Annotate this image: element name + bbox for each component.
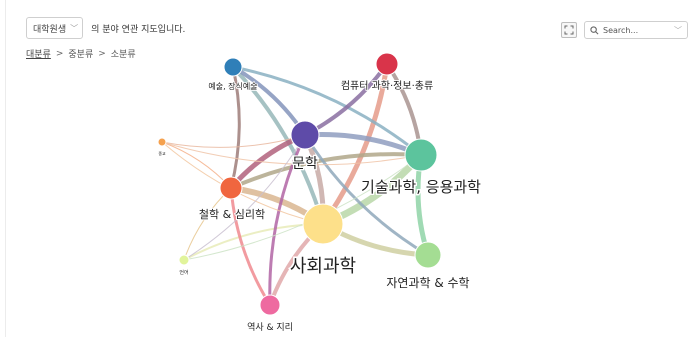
search-placeholder: Search...	[603, 25, 639, 35]
edge-literature-history	[268, 133, 307, 307]
frame-border	[5, 0, 6, 337]
chevron-down-icon: ﹀	[674, 25, 682, 35]
chevron-right-icon: >	[55, 48, 64, 59]
node-philosophy[interactable]	[219, 176, 243, 200]
edge-philosophy-arts	[229, 65, 241, 190]
node-literature[interactable]	[290, 120, 320, 150]
edge-literature-natural	[303, 133, 430, 257]
right-tools: Search... ﹀	[561, 21, 688, 39]
node-label-tech: 기술과학, 응용과학	[361, 178, 481, 196]
node-label-history: 역사 & 지리	[247, 322, 293, 333]
node-natural[interactable]	[414, 241, 442, 269]
edge-philosophy-religion	[161, 141, 232, 189]
breadcrumb-level3[interactable]: 소분류	[110, 50, 136, 60]
node-label-literature: 문학	[292, 156, 318, 172]
node-language[interactable]	[178, 254, 190, 266]
edge-social-language	[183, 223, 324, 261]
edge-religion-literature	[161, 134, 306, 148]
node-label-natural: 자연과학 & 수학	[386, 276, 469, 290]
level-select[interactable]: 대학원생 ﹀	[26, 17, 84, 39]
expand-icon	[564, 25, 574, 35]
node-label-religion: 종교	[158, 151, 166, 156]
edge-language-literature	[183, 134, 306, 261]
breadcrumb: 대분류 > 중분류 > 소분류	[26, 47, 136, 61]
node-label-social: 사회과학	[290, 256, 356, 277]
node-label-arts: 예술, 장식예술	[208, 81, 257, 91]
chevron-right-icon: >	[98, 48, 106, 59]
edge-social-computer	[320, 61, 390, 227]
node-label-philosophy: 철학 & 심리학	[199, 208, 265, 221]
node-label-computer: 컴퓨터 과학·정보·총류	[341, 80, 433, 92]
fullscreen-button[interactable]	[561, 22, 577, 38]
edge-tech-arts	[231, 65, 423, 157]
breadcrumb-level2[interactable]: 중분류	[68, 50, 94, 60]
edge-religion-tech	[161, 141, 422, 166]
node-computer[interactable]	[375, 52, 399, 76]
level-select-value: 대학원생	[33, 24, 67, 35]
node-arts[interactable]	[223, 57, 243, 77]
chevron-down-icon: ﹀	[70, 23, 79, 33]
intro-text: 의 분야 연관 지도입니다.	[91, 24, 186, 35]
graph-nodes	[157, 52, 442, 316]
search-icon	[590, 25, 599, 34]
search-input[interactable]: Search... ﹀	[584, 21, 688, 39]
node-tech[interactable]	[404, 138, 438, 172]
node-religion[interactable]	[157, 137, 167, 147]
edge-philosophy-history	[229, 186, 272, 307]
node-social[interactable]	[302, 203, 344, 245]
breadcrumb-level1[interactable]: 대분류	[26, 50, 51, 60]
node-history[interactable]	[259, 294, 281, 316]
toolbar: 대학원생 ﹀ 의 분야 연관 지도입니다.	[26, 17, 185, 39]
node-label-language: 언어	[179, 269, 188, 276]
